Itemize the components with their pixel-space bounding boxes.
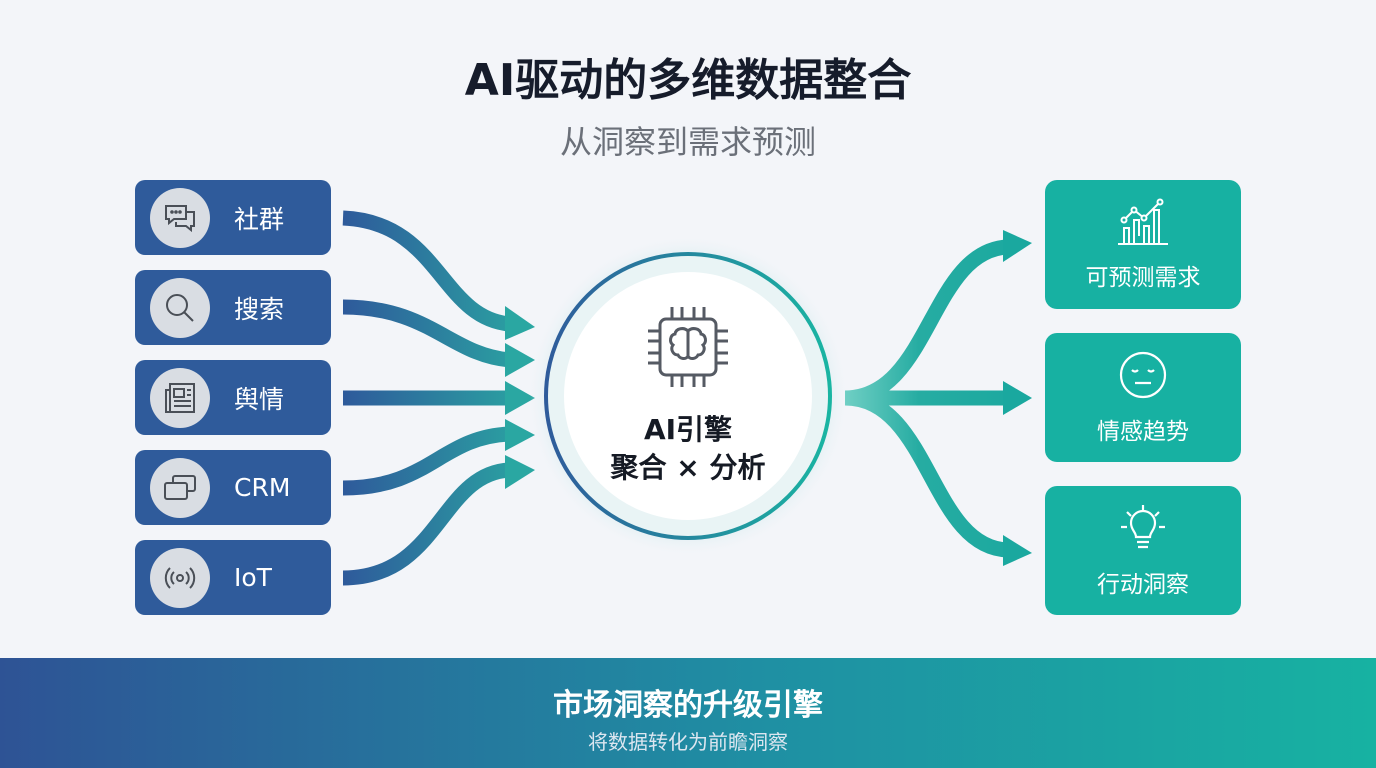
page-title: AI驱动的多维数据整合: [464, 55, 912, 106]
output-insight: 行动洞察: [1045, 486, 1241, 615]
source-sentiment: 舆情: [135, 360, 331, 435]
wireless-signal-icon: [150, 547, 210, 608]
source-crm: CRM: [135, 450, 331, 525]
source-label: 社群: [234, 204, 285, 234]
arrow-insight: [844, 390, 1009, 558]
arrow-iot: [342, 462, 511, 586]
engine-title: AI引擎: [643, 413, 733, 446]
source-search: 搜索: [135, 270, 331, 345]
arrow-demand: [844, 239, 1009, 406]
footer-title: 市场洞察的升级引擎: [553, 688, 823, 723]
chat-bubbles-icon: [150, 187, 210, 248]
neutral-face-icon: [1118, 350, 1168, 404]
footer-subtitle: 将数据转化为前瞻洞察: [588, 730, 788, 754]
arrow-search: [342, 299, 511, 368]
page-subtitle: 从洞察到需求预测: [559, 123, 816, 161]
search-icon: [150, 277, 210, 338]
source-label: 搜索: [234, 294, 285, 324]
bar-line-chart-icon: [1116, 198, 1170, 250]
arrow-crm: [342, 426, 511, 496]
source-label: 舆情: [234, 384, 285, 414]
engine-subtitle: 聚合 × 分析: [610, 451, 766, 484]
ai-chip-brain-icon: [646, 305, 730, 393]
arrow-social: [342, 210, 512, 332]
source-label: CRM: [234, 473, 291, 502]
output-label: 行动洞察: [1097, 571, 1189, 598]
ai-engine: AI引擎 聚合 × 分析: [566, 274, 810, 518]
cards-icon: [150, 457, 210, 518]
source-iot: IoT: [135, 540, 331, 615]
source-label: IoT: [234, 563, 272, 592]
footer-banner: 市场洞察的升级引擎 将数据转化为前瞻洞察: [0, 658, 1376, 768]
output-label: 情感趋势: [1097, 418, 1189, 445]
lightbulb-icon: [1118, 503, 1168, 557]
output-emotion: 情感趋势: [1045, 333, 1241, 462]
source-social: 社群: [135, 180, 331, 255]
output-demand: 可预测需求: [1045, 180, 1241, 309]
output-label: 可预测需求: [1085, 264, 1201, 291]
newspaper-icon: [150, 367, 210, 428]
